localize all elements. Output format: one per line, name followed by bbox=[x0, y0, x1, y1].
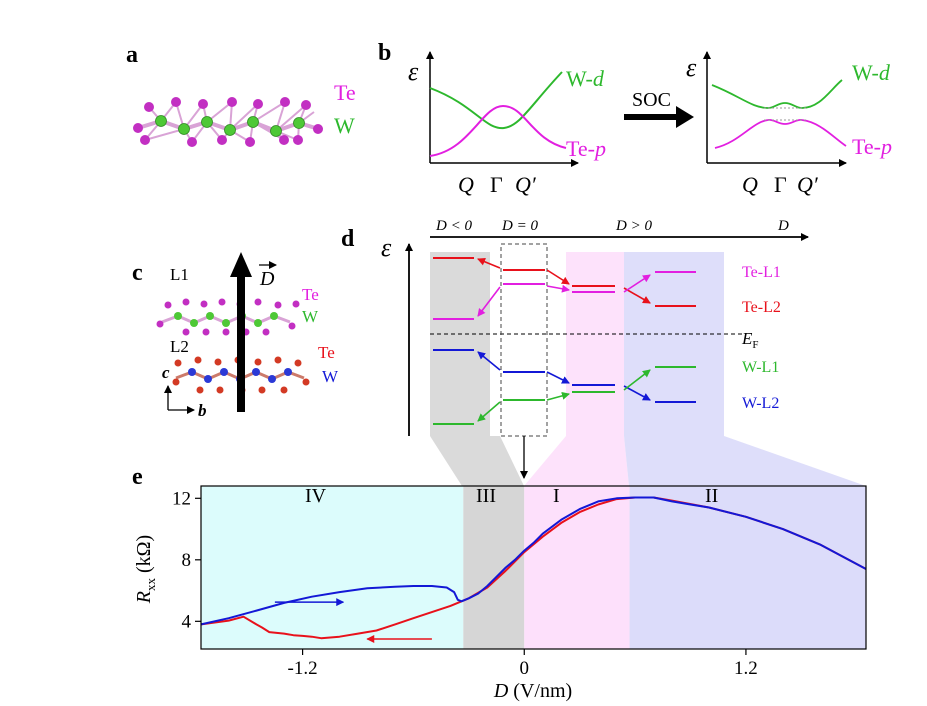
panel-a-te-label: Te bbox=[334, 80, 356, 105]
panel-d: d ε D < 0 D = 0 D > 0 D EF bbox=[341, 218, 866, 486]
band-left-tick-gamma: Γ bbox=[490, 172, 503, 197]
fermi-level-label: EF bbox=[741, 329, 759, 351]
band-left-wd: W-d bbox=[566, 66, 605, 91]
y-tick-label: 8 bbox=[182, 550, 192, 571]
band-right-epsilon: ε bbox=[686, 53, 697, 82]
field-d-label: D bbox=[259, 268, 275, 290]
axis-c-label: c bbox=[162, 363, 170, 382]
soc-label: SOC bbox=[632, 89, 671, 111]
x-tick-label: 0 bbox=[520, 658, 530, 679]
band-right-tick-qprime: Q′ bbox=[797, 172, 819, 197]
layer-l2-label: L2 bbox=[170, 337, 189, 356]
top-label-d: D bbox=[777, 218, 789, 234]
axis-b-label: b bbox=[198, 401, 207, 420]
zero-field-box bbox=[500, 243, 548, 437]
panel-e-label: e bbox=[132, 464, 143, 490]
panel-a-w-label: W bbox=[334, 113, 355, 138]
legend-te-l1: Te-L1 bbox=[742, 264, 781, 281]
panel-e: e -1.2 0 1.2 4 8 12 IV III I II Rxx (kΩ) D (V… bbox=[132, 464, 867, 702]
x-axis-label: D (V/nm) bbox=[493, 680, 572, 702]
panel-a-label: a bbox=[126, 42, 138, 68]
panel-c: c L1 L2 Te W bbox=[132, 252, 339, 420]
band-plot-right: ε W-d Te-p Q Γ Q′ bbox=[686, 51, 892, 197]
band-left-tick-qprime: Q′ bbox=[515, 172, 537, 197]
legend-w-l1: W-L1 bbox=[742, 359, 779, 376]
x-tick-label: 1.2 bbox=[734, 658, 758, 679]
plot-frame bbox=[200, 485, 867, 650]
crystal-chain-a bbox=[133, 97, 323, 147]
axis-indicator-cb: c b bbox=[162, 363, 207, 420]
layer-l1-te-label: Te bbox=[302, 285, 319, 304]
layer-l2-w-label: W bbox=[322, 367, 339, 386]
panel-d-label: d bbox=[341, 226, 355, 252]
e-ticks: -1.2 0 1.2 4 8 12 bbox=[172, 488, 758, 679]
soc-arrow: SOC bbox=[624, 89, 694, 128]
panel-c-label: c bbox=[132, 260, 143, 286]
band-right-tep: Te-p bbox=[852, 134, 892, 159]
layer-l2-te-label: Te bbox=[318, 343, 335, 362]
e-series bbox=[200, 496, 867, 640]
region-d-negative bbox=[430, 252, 524, 486]
e-annotations bbox=[274, 598, 432, 644]
panel-b-label: b bbox=[378, 40, 391, 66]
e-region-backgrounds bbox=[201, 486, 866, 649]
top-label-positive: D > 0 bbox=[615, 218, 652, 234]
layer-l1-w-label: W bbox=[302, 307, 319, 326]
panel-d-epsilon: ε bbox=[381, 233, 392, 262]
region-label-i: I bbox=[553, 485, 560, 507]
region-label-ii: II bbox=[705, 485, 718, 507]
region-iv-bg bbox=[201, 486, 464, 649]
series-blue-line bbox=[200, 496, 867, 626]
region-label-iii: III bbox=[476, 485, 496, 507]
x-tick-label: -1.2 bbox=[288, 658, 318, 679]
band-left-epsilon: ε bbox=[408, 57, 419, 86]
energy-levels bbox=[433, 257, 696, 425]
band-left-tep: Te-p bbox=[566, 136, 606, 161]
legend-te-l2: Te-L2 bbox=[742, 299, 781, 316]
band-right-tick-q: Q bbox=[742, 172, 758, 197]
y-tick-label: 12 bbox=[172, 488, 191, 509]
field-arrow: D bbox=[230, 252, 277, 412]
y-tick-label: 4 bbox=[182, 611, 192, 632]
layer-l1-label: L1 bbox=[170, 265, 189, 284]
top-label-negative: D < 0 bbox=[435, 218, 472, 234]
level-arrows bbox=[477, 257, 651, 422]
region-ii-bg bbox=[629, 486, 866, 649]
top-label-zero: D = 0 bbox=[501, 218, 538, 234]
region-d-lavender bbox=[624, 252, 866, 486]
region-iii-bg bbox=[463, 486, 525, 649]
band-plot-left: ε W-d Te-p Q Γ Q′ bbox=[408, 51, 606, 197]
band-right-tick-gamma: Γ bbox=[774, 172, 787, 197]
region-label-iv: IV bbox=[305, 485, 327, 507]
band-left-tick-q: Q bbox=[458, 172, 474, 197]
legend-w-l2: W-L2 bbox=[742, 395, 779, 412]
panel-b: b ε W-d Te-p Q Γ Q′ SOC ε bbox=[378, 40, 892, 197]
crystal-layer-l1 bbox=[156, 298, 300, 336]
y-axis-label: Rxx (kΩ) bbox=[133, 535, 158, 604]
region-d-pink bbox=[524, 252, 629, 486]
panel-a: a Te W bbox=[126, 42, 356, 147]
band-right-wd: W-d bbox=[852, 60, 891, 85]
